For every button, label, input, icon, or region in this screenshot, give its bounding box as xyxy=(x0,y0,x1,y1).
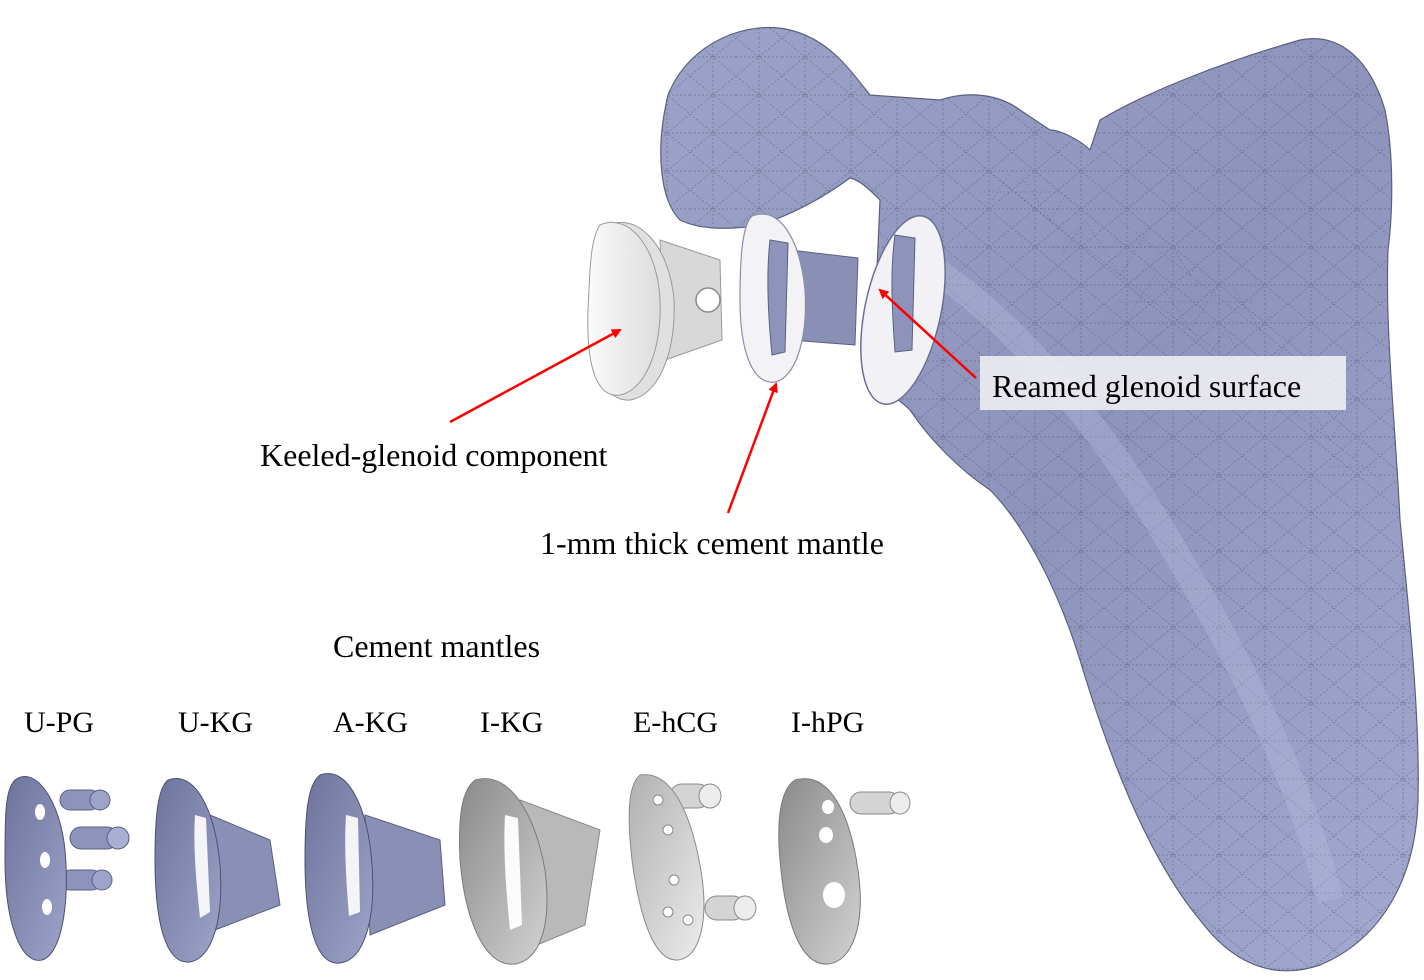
annotation-arrows xyxy=(449,288,977,514)
mantle-a-kg xyxy=(304,773,446,964)
label-mantle-type: U-PG xyxy=(24,706,95,739)
label-mantle-type: I-KG xyxy=(480,706,544,739)
label-reamed-surface: Reamed glenoid surface xyxy=(992,368,1302,404)
arrow-reamed xyxy=(878,288,977,379)
scapula-bone xyxy=(660,26,1419,972)
label-cement-mantles-heading: Cement mantles xyxy=(333,628,541,664)
reamed-label-background xyxy=(980,356,1346,410)
mantle-i-kg xyxy=(459,778,601,965)
label-keeled-glenoid: Keeled-glenoid component xyxy=(260,437,608,473)
label-mantle-type: A-KG xyxy=(333,706,408,739)
keeled-glenoid-component xyxy=(587,221,723,401)
mantle-thumbnails xyxy=(4,773,911,965)
mantle-e-hcg xyxy=(628,774,757,961)
label-mantle-type: U-KG xyxy=(178,706,253,739)
label-cement-mantle: 1-mm thick cement mantle xyxy=(540,525,884,561)
arrow-mantle xyxy=(726,382,778,514)
label-mantle-type: I-hPG xyxy=(791,706,865,739)
cement-mantle-component xyxy=(739,213,859,383)
label-mantle-type: E-hCG xyxy=(633,706,718,739)
arrow-keeled xyxy=(449,328,622,424)
mantle-u-pg xyxy=(4,776,130,961)
mantle-i-hpg xyxy=(778,778,911,965)
mantle-u-kg xyxy=(154,778,281,963)
